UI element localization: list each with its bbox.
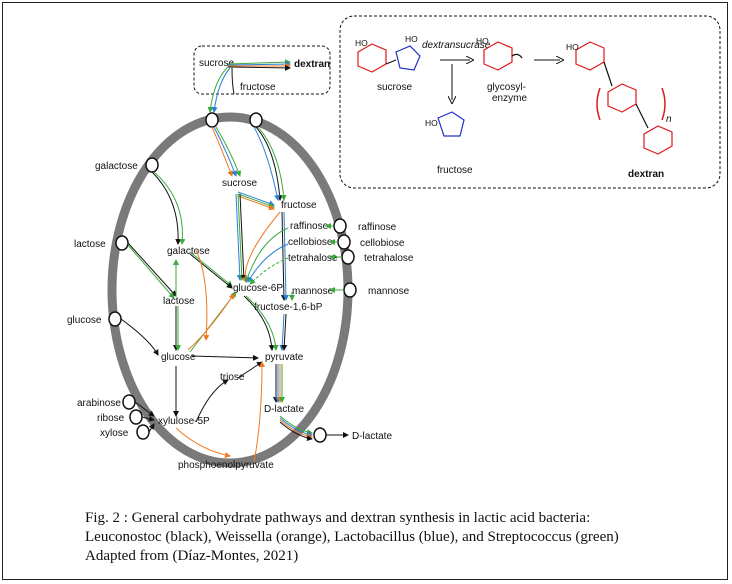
- enzyme-label: dextransucrase: [422, 40, 491, 51]
- box-arrows: [207, 59, 291, 113]
- inset-fructose-label: fructose: [437, 165, 473, 176]
- in-glucose: glucose: [161, 352, 196, 363]
- transporter-mannose: [343, 282, 357, 298]
- out-cellobiose: cellobiose: [360, 238, 405, 249]
- out-lactose: lactose: [74, 239, 106, 250]
- transporter-tetrahalose: [341, 249, 355, 265]
- in-triose: triose: [220, 372, 245, 383]
- transporter-raffinose: [333, 218, 347, 234]
- dextran-box: [193, 45, 331, 95]
- pathway-diagram: sucrose dextran fructose HO HO sucrose d…: [67, 15, 721, 471]
- in-lactose: lactose: [163, 296, 195, 307]
- inset-dextran-label: dextran: [628, 169, 664, 180]
- transporter-ribose: [129, 409, 143, 425]
- figure-caption: Fig. 2 : General carbohydrate pathways a…: [85, 509, 679, 566]
- out-glucose: glucose: [67, 315, 102, 326]
- svg-text:HO: HO: [566, 42, 579, 52]
- svg-text:HO: HO: [355, 38, 368, 48]
- out-tetrahalose: tetrahalose: [364, 253, 414, 264]
- svg-text:HO: HO: [425, 118, 438, 128]
- glycosyl-label-1: glycosyl-: [487, 82, 526, 93]
- in-cellobiose: cellobiose: [288, 237, 333, 248]
- inset-box: [339, 15, 721, 189]
- caption-line-3: Adapted from (Díaz-Montes, 2021): [85, 548, 299, 564]
- out-dlactate: D-lactate: [352, 431, 392, 442]
- fructose-structure: HO: [425, 111, 465, 137]
- glycosyl-enzyme-structure: HO: [476, 36, 523, 71]
- out-mannose: mannose: [368, 286, 410, 297]
- caption-line-1: Fig. 2 : General carbohydrate pathways a…: [85, 510, 591, 526]
- box-dextran-label: dextran: [294, 59, 330, 70]
- in-mannose: mannose: [292, 286, 334, 297]
- transporter-arabinose: [122, 394, 136, 410]
- transporter-dlactate: [313, 427, 327, 443]
- transporter-sucrose: [205, 112, 219, 128]
- sucrose-structure: HO HO: [355, 34, 421, 73]
- box-fructose-label: fructose: [240, 82, 276, 93]
- glycosyl-label-2: enzyme: [492, 93, 527, 104]
- transporter-fructose: [249, 112, 263, 128]
- in-sucrose: sucrose: [222, 178, 257, 189]
- dextran-structure: HO: [566, 41, 673, 155]
- transporters: [108, 112, 357, 443]
- in-pep: phosphoenolpyruvate: [178, 460, 274, 471]
- transporter-galactose: [145, 157, 159, 173]
- in-fructose: fructose: [281, 200, 317, 211]
- in-pyruvate: pyruvate: [265, 352, 304, 363]
- transporter-xylose: [136, 424, 150, 440]
- svg-text:HO: HO: [476, 36, 489, 46]
- svg-text:HO: HO: [405, 34, 418, 44]
- repeat-n-label: n: [666, 114, 672, 125]
- in-dlactate: D-lactate: [264, 404, 304, 415]
- pathway-arrows: [120, 126, 349, 463]
- in-xylulose5p: xylulose-5P: [158, 416, 210, 427]
- out-ribose: ribose: [97, 413, 125, 424]
- transporter-cellobiose: [337, 234, 351, 250]
- out-raffinose: raffinose: [358, 222, 397, 233]
- in-tetrahalose: tetrahalose: [288, 253, 338, 264]
- in-raffinose: raffinose: [290, 221, 329, 232]
- out-xylose: xylose: [100, 428, 129, 439]
- caption-line-2: Leuconostoc (black), Weissella (orange),…: [85, 529, 619, 545]
- transporter-glucose: [108, 311, 122, 327]
- box-sucrose-label: sucrose: [199, 58, 234, 69]
- out-galactose: galactose: [95, 161, 138, 172]
- in-galactose: galactose: [167, 246, 210, 257]
- in-glucose6p: glucose-6P: [233, 283, 283, 294]
- out-arabinose: arabinose: [77, 398, 121, 409]
- inset-sucrose-label: sucrose: [377, 82, 412, 93]
- in-fructose16bp: fructose-1,6-bP: [254, 302, 323, 313]
- transporter-lactose: [115, 235, 129, 251]
